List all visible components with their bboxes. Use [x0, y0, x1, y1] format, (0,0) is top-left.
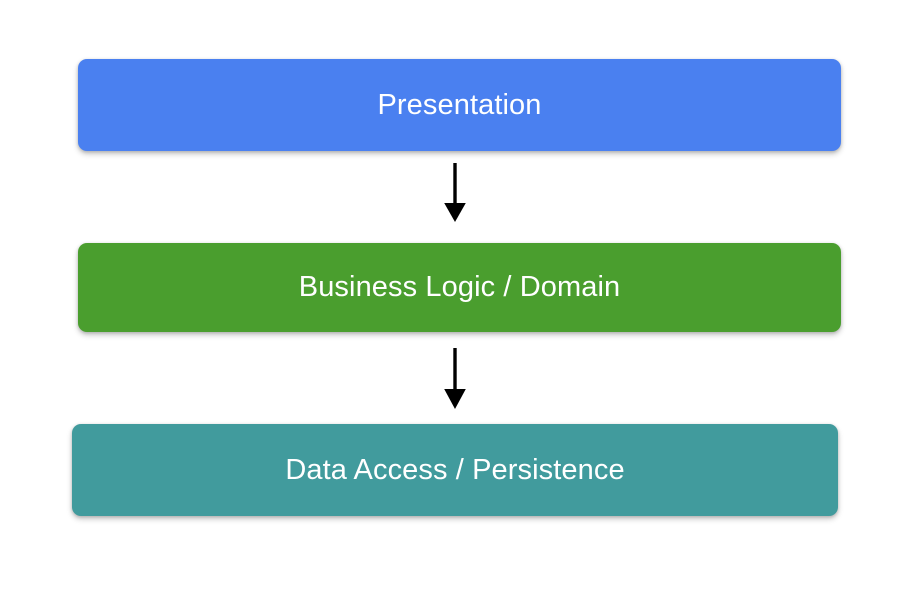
layer-box-business-logic[interactable]: Business Logic / Domain: [78, 243, 841, 332]
layer-label-presentation: Presentation: [377, 88, 542, 121]
layer-label-business-logic: Business Logic / Domain: [298, 271, 621, 303]
layer-label-data-access: Data Access / Persistence: [285, 453, 625, 486]
connector-arrow-presentation-to-business: [431, 163, 479, 223]
arrow-down-icon: [444, 348, 466, 409]
connector-arrow-business-to-data: [431, 348, 479, 410]
layer-box-data-access[interactable]: Data Access / Persistence: [72, 424, 838, 516]
arrow-down-icon: [444, 163, 466, 222]
layer-box-presentation[interactable]: Presentation: [78, 59, 841, 151]
